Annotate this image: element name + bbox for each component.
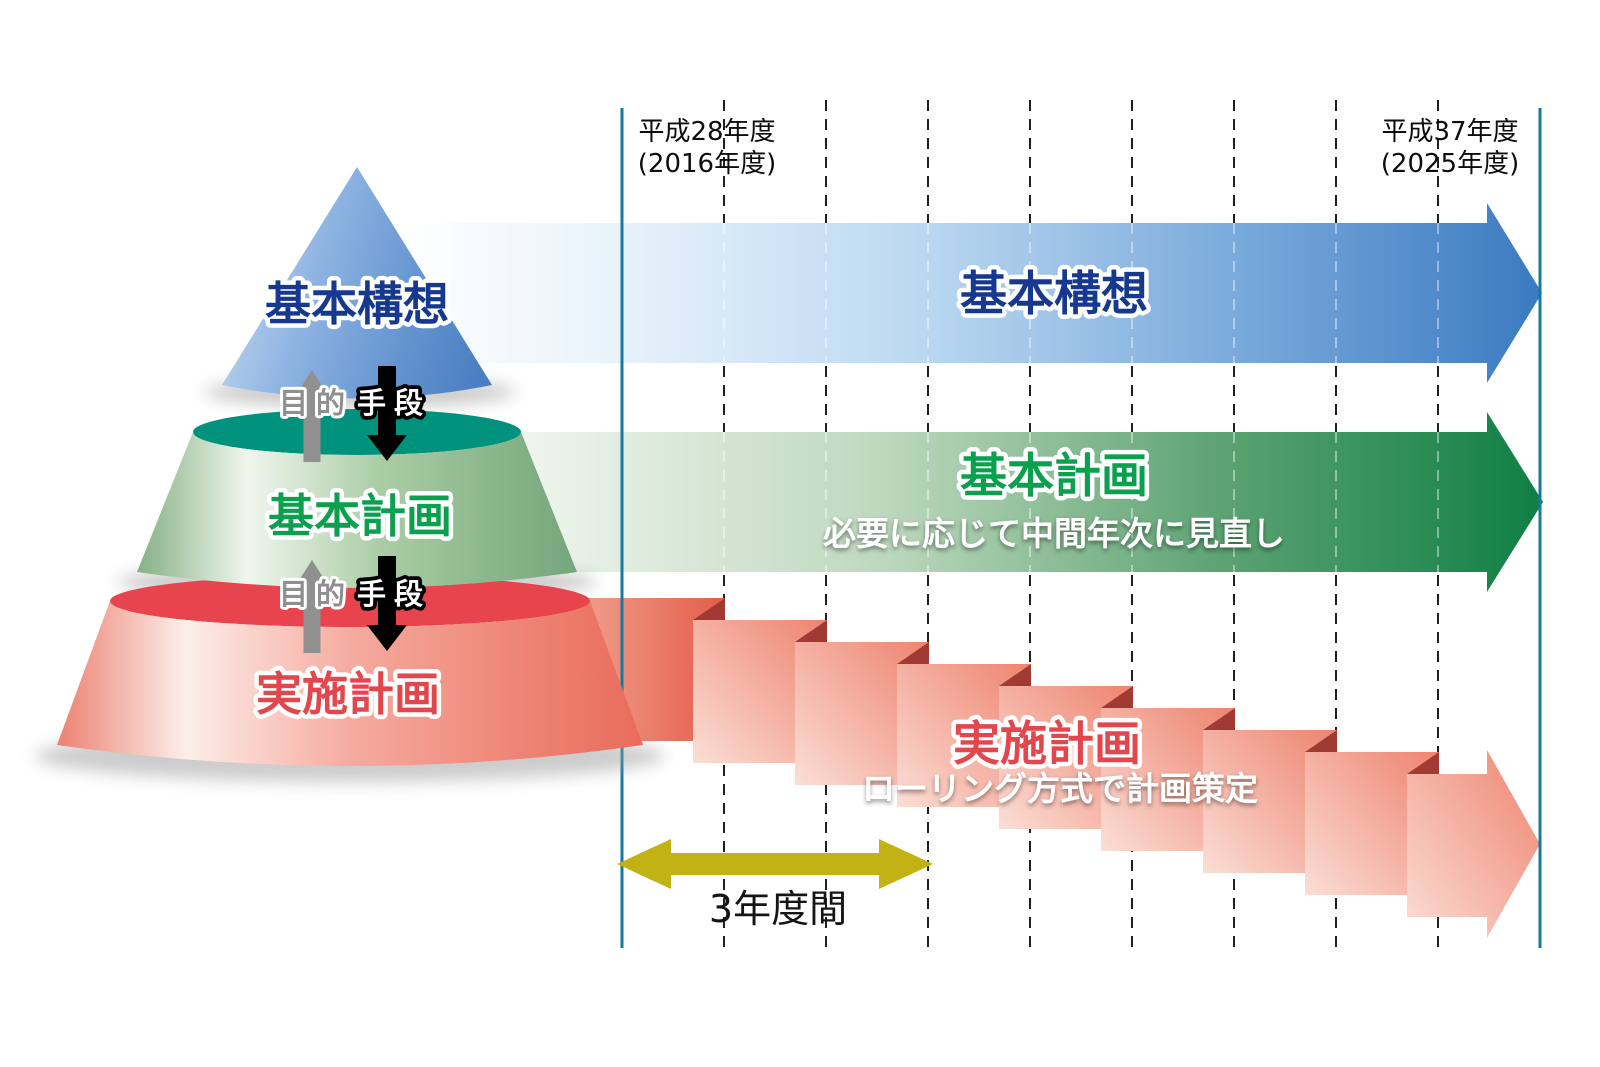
fold-triangle <box>1305 730 1337 752</box>
means-label: 手段 <box>357 577 431 611</box>
pyramid-level-implementation <box>57 575 643 766</box>
red-frustum <box>57 601 643 766</box>
purpose-label: 目的 <box>279 386 353 420</box>
blue-cone <box>222 167 492 399</box>
fold-triangle <box>1407 752 1439 774</box>
fold-triangle <box>999 664 1031 686</box>
basic-plan-arrow <box>410 412 1543 592</box>
purpose-label: 目的 <box>279 577 353 611</box>
purpose-up-arrow <box>294 370 330 462</box>
implementation-plan-band-title: 実施計画 <box>953 717 1141 772</box>
relation-arrows-upper: 目的 手段 <box>276 366 431 462</box>
green-frustum <box>137 432 577 588</box>
three-year-span: 3年度間 <box>617 839 933 931</box>
end-western-year: (2025年度) <box>1381 149 1519 179</box>
plan-step-arrowhead <box>1407 750 1540 938</box>
fiscal-year-end-label: 平成37年度 (2025年度) <box>1381 117 1519 179</box>
implementation-plan-band-subtitle: ローリング方式で計画策定 <box>862 769 1258 808</box>
three-year-span-label: 3年度間 <box>709 887 847 931</box>
fold-triangle <box>1101 686 1133 708</box>
red-rim <box>110 575 590 627</box>
start-western-year: (2016年度) <box>638 149 776 179</box>
means-down-arrow <box>367 366 407 461</box>
teal-rim <box>193 409 521 455</box>
means-label: 手段 <box>357 386 431 420</box>
basic-concept-band: 基本構想 <box>400 203 1542 383</box>
start-era-year: 平成28年度 <box>638 117 775 147</box>
fold-triangle <box>795 620 827 642</box>
basic-plan-band-subtitle: 必要に応じて中間年次に見直し <box>823 514 1285 553</box>
purpose-up-arrow <box>294 560 330 653</box>
double-arrow <box>617 839 933 889</box>
end-era-year: 平成37年度 <box>1381 117 1518 147</box>
basic-plan-band-title: 基本計画 <box>960 449 1148 504</box>
pyramid-level-3-label: 実施計画 <box>256 667 440 721</box>
pyramid-level-2-label: 基本計画 <box>268 489 452 543</box>
means-down-arrow <box>367 556 407 651</box>
basic-concept-band-title: 基本構想 <box>960 267 1148 322</box>
fold-triangle <box>1203 708 1235 730</box>
fold-triangle <box>693 598 725 620</box>
pyramid-level-basic-plan <box>137 409 577 588</box>
basic-concept-arrow <box>400 203 1542 383</box>
fiscal-year-start-label: 平成28年度 (2016年度) <box>638 117 776 179</box>
grid-boundary-lines <box>620 108 1542 948</box>
basic-plan-band: 基本計画 必要に応じて中間年次に見直し <box>410 412 1543 592</box>
fold-triangle <box>897 642 929 664</box>
pyramid-level-1-label: 基本構想 <box>265 277 449 331</box>
relation-arrows-lower: 目的 手段 <box>276 556 431 653</box>
implementation-plan-staircase <box>572 598 1540 938</box>
